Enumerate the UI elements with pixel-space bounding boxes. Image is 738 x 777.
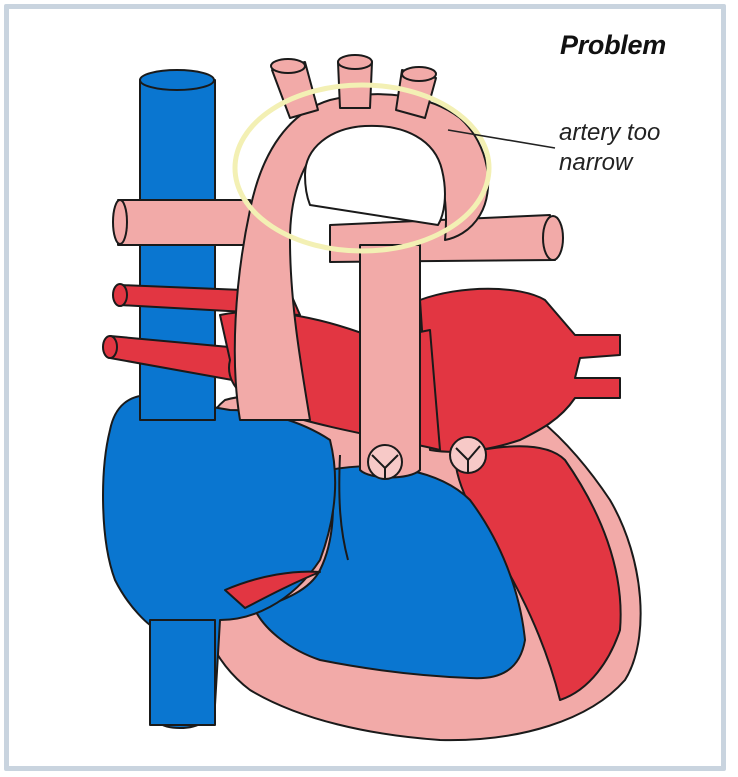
annotation-line-1: artery too xyxy=(559,118,719,148)
inferior-vena-cava xyxy=(150,620,215,725)
problem-title: Problem xyxy=(560,30,666,61)
arch-inner-space xyxy=(305,126,445,225)
annotation-label: artery too narrow xyxy=(559,118,719,178)
pulmonary-trunk xyxy=(360,245,420,478)
pulmonary-artery-left-branch xyxy=(118,200,250,245)
left-atrium xyxy=(420,289,620,452)
vena-cava-opening xyxy=(140,70,214,90)
annotation-line-2: narrow xyxy=(559,148,719,178)
